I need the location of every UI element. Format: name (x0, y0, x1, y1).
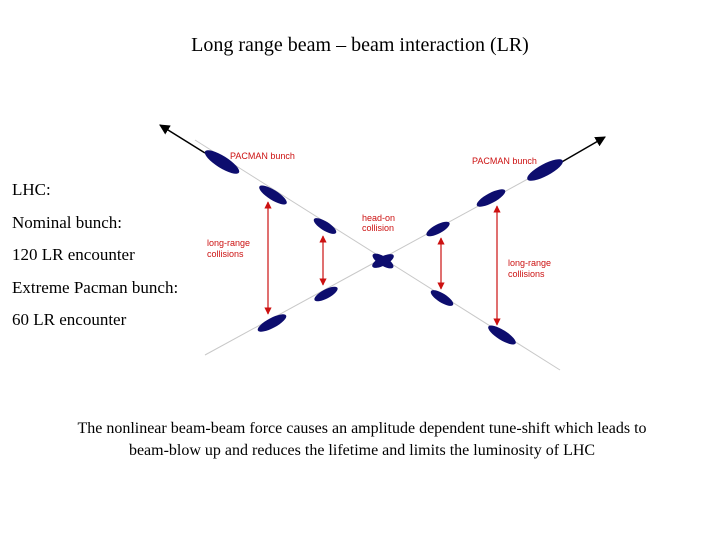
bunch (424, 219, 451, 239)
bunch (256, 311, 289, 335)
list-item: 60 LR encounter (12, 304, 202, 337)
label-long-range-right: long-range (508, 258, 551, 268)
label-pacman-right: PACMAN bunch (472, 156, 537, 166)
label-long-range-right: collisions (508, 269, 545, 279)
bunch (257, 182, 289, 207)
bunch (429, 287, 456, 308)
bunch (312, 215, 339, 236)
beam-direction-arrow-right (560, 137, 605, 163)
label-headon: head-on (362, 213, 395, 223)
list-item: Nominal bunch: (12, 207, 202, 240)
lhc-bunch-info: LHC: Nominal bunch: 120 LR encounter Ext… (12, 174, 202, 337)
label-long-range-left: collisions (207, 249, 244, 259)
beam-direction-arrow-left (160, 125, 205, 153)
bunch (475, 186, 508, 210)
label-long-range-left: long-range (207, 238, 250, 248)
list-item: Extreme Pacman bunch: (12, 272, 202, 305)
label-pacman-left: PACMAN bunch (230, 151, 295, 161)
label-headon: collision (362, 223, 394, 233)
list-item: LHC: (12, 174, 202, 207)
bunch (486, 322, 518, 347)
list-item: 120 LR encounter (12, 239, 202, 272)
